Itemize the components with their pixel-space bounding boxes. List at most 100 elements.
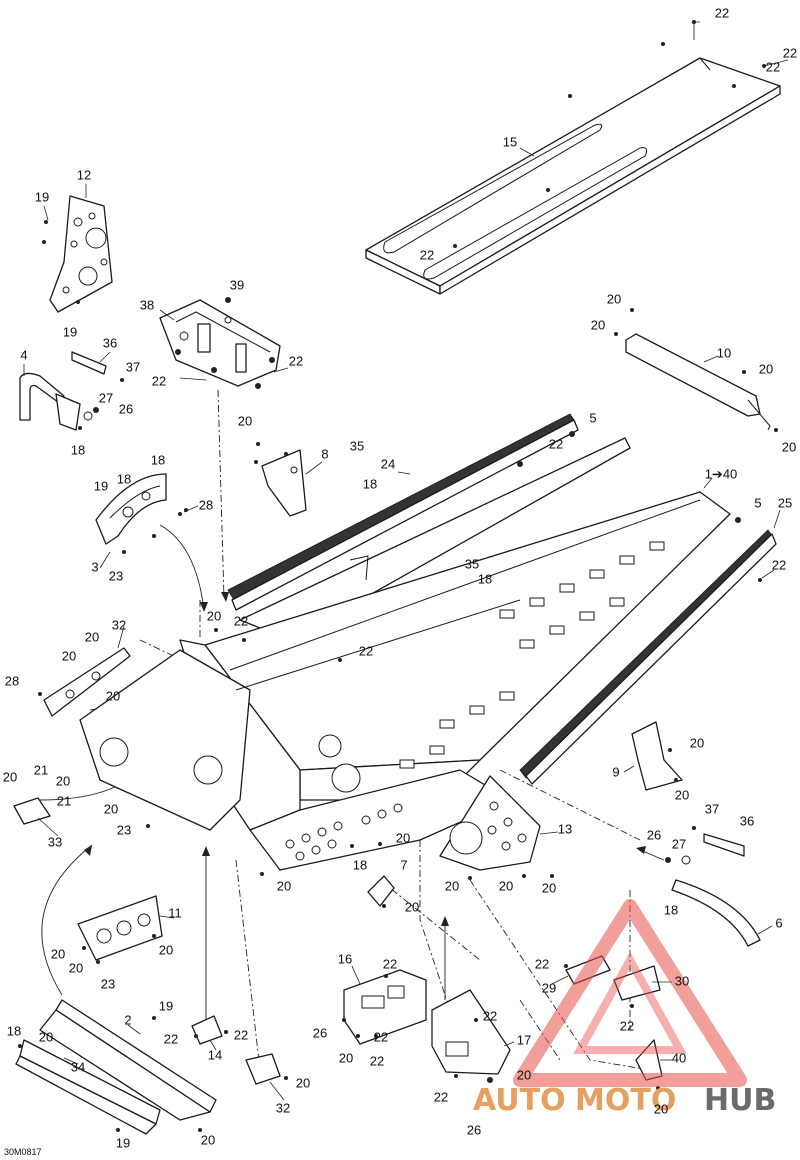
callout-c-22-38b: 22 [152,373,166,388]
callout-c-20-17: 20 [517,1067,531,1082]
callout-c-20-2: 20 [39,1029,53,1044]
callout-c-22-38a: 22 [289,353,303,368]
callout-c-18e: 18 [478,571,492,586]
callout-c-16: 16 [338,951,352,966]
callout-c-34: 34 [71,1059,85,1074]
callout-c-38: 38 [140,297,154,312]
callout-c-8: 8 [321,446,328,461]
part-17-bracket [431,989,511,1075]
part-8-bracket [261,449,307,517]
callout-c-33: 33 [48,834,62,849]
part-3-mount [95,473,167,545]
part-14-32-brackets [191,1015,281,1085]
part-25-rail [519,529,777,785]
leader-lines [23,21,789,1101]
callout-c-22-16a: 22 [383,956,397,971]
callout-c-22-16c: 22 [370,1053,384,1068]
footrest-holes [285,803,403,861]
callout-c-26d: 26 [467,1122,481,1137]
callout-c-25: 25 [778,495,792,510]
callout-c-19d: 19 [159,998,173,1013]
callout-c-24: 24 [381,456,395,471]
callout-c-21a: 21 [34,762,48,777]
part-15-plate [365,57,781,295]
callout-c-10: 10 [717,345,731,360]
callout-c-3: 3 [91,559,98,574]
watermark-text-hub: HUB [704,1083,776,1118]
callout-c-20-e: 20 [3,769,17,784]
callout-c-20-32: 20 [296,1075,310,1090]
callout-c-20-f: 20 [56,773,70,788]
callout-c-20-10d: 20 [782,439,796,454]
callout-c-22-14a: 22 [164,1031,178,1046]
callout-c-20-9b: 20 [675,787,689,802]
callout-c-22-14b: 22 [234,1027,248,1042]
callout-c-32a: 32 [112,617,126,632]
callout-c-26c: 26 [313,1025,327,1040]
callout-c-6: 6 [775,915,782,930]
part-32-bracket [43,647,131,717]
callout-c-7: 7 [400,857,407,872]
callout-c-18g: 18 [664,902,678,917]
callout-c-20-11c: 20 [69,960,83,975]
callout-c-27a: 27 [99,390,113,405]
callout-c-22-tr: 22 [783,45,797,60]
callout-c-23b: 23 [117,822,131,837]
callout-c-26a: 26 [119,401,133,416]
watermark-logo: AUTO MOTO HUB [473,899,776,1118]
callout-c-30: 30 [675,973,689,988]
part-38-bracket [159,299,281,387]
callout-c-20-40: 20 [654,1101,668,1116]
fasteners [18,20,778,1132]
callout-c-23a: 23 [109,568,123,583]
part-11-bracket [77,895,163,961]
callout-c-20-11b: 20 [159,942,173,957]
callout-c-12: 12 [77,167,91,182]
watermark-text-auto: AUTO [473,1083,566,1118]
callout-c-20-13b: 20 [499,878,513,893]
callout-c-20-d: 20 [106,688,120,703]
callout-c-20-9a: 20 [690,735,704,750]
callout-c-19b: 19 [63,324,77,339]
callout-c-20-2b: 20 [201,1132,215,1147]
callout-c-20-b: 20 [85,629,99,644]
frame-slots [399,541,665,769]
callout-c-20-13a: 20 [445,878,459,893]
callout-c-29: 29 [542,980,556,995]
callout-c-28b: 28 [5,673,19,688]
callout-c-36b: 36 [740,813,754,828]
callout-c-9: 9 [612,764,619,779]
callout-c-22-16b: 22 [374,1029,388,1044]
callout-c-14: 14 [208,1047,222,1062]
callout-c-27b: 27 [672,836,686,851]
callout-c-4: 4 [20,347,27,362]
callout-labels: 2222221522121919393822222020102020436372… [3,5,797,1150]
part-24-rail [227,413,631,641]
callout-c-2: 2 [124,1012,131,1027]
callout-c-23c: 23 [101,976,115,991]
callout-c-22-24: 22 [549,436,563,451]
part-16-bracket [343,969,427,1045]
part-4-handle-left [19,351,107,431]
part-12-bracket [49,195,113,313]
callout-c-19e: 19 [116,1135,130,1150]
callout-c-35a: 35 [350,438,364,453]
callout-c-22-17: 22 [483,1008,497,1023]
callout-c-22-17b: 22 [434,1089,448,1104]
callout-c-5a: 5 [589,410,596,425]
callout-c-35b: 35 [465,556,479,571]
callout-c-32b: 32 [276,1100,290,1115]
callout-c-39: 39 [230,277,244,292]
part-7-bracket [367,875,395,907]
callout-c-1-40: 1➔40 [705,466,738,481]
part-13-plate [439,775,541,871]
callout-c-20-j: 20 [277,878,291,893]
callout-c-20-10c: 20 [759,361,773,376]
callout-c-22-tr2: 22 [766,59,780,74]
callout-c-37b: 37 [705,801,719,816]
watermark-text-moto: MOTO [575,1083,676,1118]
callout-c-18h: 18 [7,1023,21,1038]
callout-c-20-c: 20 [62,648,76,663]
callout-c-22-25: 22 [772,557,786,572]
callout-c-22-pl: 22 [420,247,434,262]
